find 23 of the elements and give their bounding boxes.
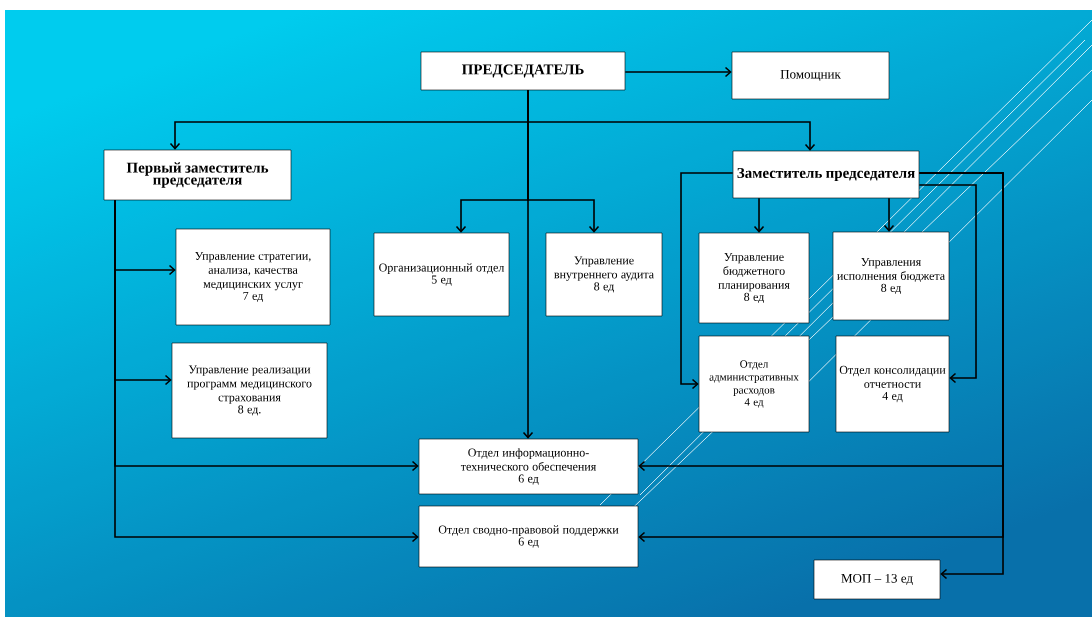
arrow bbox=[680, 172, 734, 390]
arrow bbox=[624, 66, 732, 78]
heading-box: ПРЕДСЕДАТЕЛЬ bbox=[420, 51, 626, 91]
department-box: Отдел административных расходов 4 ед bbox=[698, 335, 810, 433]
arrow bbox=[114, 199, 419, 543]
department-box: Управление стратегии, анализа, качества медицинских услуг 7 ед bbox=[175, 228, 331, 326]
department-box: Управление бюджетного планирования 8 ед bbox=[698, 232, 810, 324]
arrow bbox=[918, 172, 1004, 580]
heading-box: Первый заместитель председателя bbox=[103, 149, 292, 201]
arrow bbox=[918, 184, 977, 384]
department-box: Помощник bbox=[731, 51, 890, 100]
department-box: Управление внутреннего аудита 8 ед bbox=[545, 232, 663, 317]
department-box: Организационный отдел 5 ед bbox=[373, 232, 510, 317]
department-box: Управления исполнения бюджета 8 ед bbox=[832, 231, 950, 321]
department-box: Управление реализации программ медицинского страхования 8 ед. bbox=[171, 342, 328, 439]
arrow bbox=[883, 197, 895, 232]
department-box: МОП – 13 ед bbox=[813, 559, 941, 600]
heading-box: Заместитель председателя bbox=[732, 150, 920, 199]
arrow bbox=[527, 89, 600, 233]
department-box: Отдел сводно-правовой поддержки 6 ед bbox=[418, 505, 639, 568]
department-box: Отдел информационно-технического обеспечения 6 ед bbox=[418, 438, 639, 495]
arrow bbox=[753, 197, 765, 233]
department-box: Отдел консолидации отчетности 4 ед bbox=[835, 335, 950, 433]
